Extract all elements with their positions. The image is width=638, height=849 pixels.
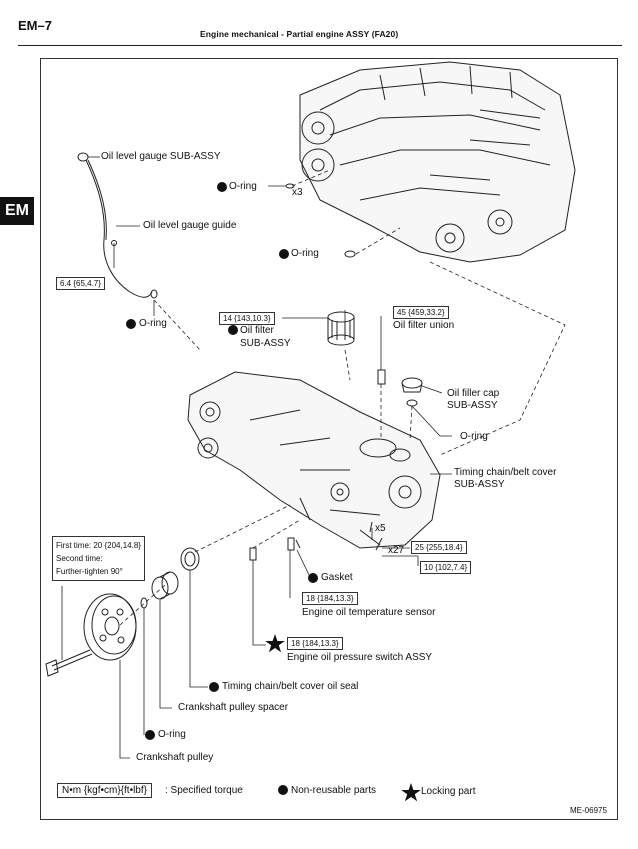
legend-torque-unit: N•m {kgf•cm}{ft•lbf} (57, 783, 152, 798)
label-pressure-switch: Engine oil pressure switch ASSY (287, 652, 433, 663)
non-reusable-mark (279, 249, 289, 259)
label-oil-seal: Timing chain/belt cover oil seal (222, 681, 359, 692)
timing-cover-drawing (187, 371, 441, 549)
pulley-spacer-drawing (151, 571, 179, 600)
label-oil-level-gauge: Oil level gauge SUB-ASSY (101, 151, 221, 162)
label-timing-cover-1: Timing chain/belt cover (454, 467, 557, 478)
crankshaft-pulley-drawing (83, 593, 137, 661)
torque-gauge-guide: 6.4 {65,4.7} (56, 277, 105, 290)
label-oring-top: O-ring (229, 181, 257, 192)
label-x3: x3 (292, 187, 303, 198)
label-oil-level-gauge-guide: Oil level gauge guide (143, 220, 237, 231)
legend-non-reusable: Non-reusable parts (291, 785, 377, 796)
section-tab: EM (0, 197, 34, 225)
non-reusable-mark (145, 730, 155, 740)
torque-cover-a: 25 {255,18.4} (411, 541, 467, 554)
label-oil-filter-union: Oil filter union (393, 320, 455, 331)
legend-specified-torque: : Specified torque (165, 785, 243, 796)
label-oring-mid: O-ring (291, 248, 319, 259)
label-x5: x5 (375, 523, 386, 534)
oil-filter-drawing (327, 311, 355, 346)
diagram-frame (40, 58, 618, 820)
non-reusable-mark (217, 182, 227, 192)
torque-pulley-bolt: First time: 20 {204,14.8} Second time: F… (52, 536, 145, 581)
non-reusable-mark (228, 325, 238, 335)
torque-oil-filter: 14 {143,10.3} (219, 312, 275, 325)
label-timing-cover-2: SUB-ASSY (454, 479, 505, 490)
gauge-tube-drawing (85, 159, 153, 298)
bolt-first-time: First time: 20 {204,14.8} (56, 541, 141, 550)
label-oil-filler-cap-1: Oil filler cap (447, 388, 500, 399)
label-oring-gauge: O-ring (139, 318, 167, 329)
label-oil-filter-1: Oil filter (240, 325, 274, 336)
label-temp-sensor: Engine oil temperature sensor (302, 607, 436, 618)
page-code: EM–7 (18, 18, 52, 33)
torque-temp-sensor: 18 {184,13.3} (302, 592, 358, 605)
label-pulley-spacer: Crankshaft pulley spacer (178, 702, 289, 713)
figure-id: ME-06975 (570, 806, 607, 815)
label-oring-pulley: O-ring (158, 729, 186, 740)
locking-mark (265, 634, 285, 653)
bolt-further-tighten: Further-tighten 90° (56, 567, 123, 576)
label-oil-filler-cap-2: SUB-ASSY (447, 400, 498, 411)
torque-pressure-switch: 18 {184,13.3} (287, 637, 343, 650)
engine-block-drawing (299, 61, 576, 263)
label-x27: x27 (388, 545, 405, 556)
label-oring-cap: O-ring (460, 431, 488, 442)
pulley-bolt-drawing (51, 649, 93, 671)
torque-oil-filter-union: 45 {459,33.2} (393, 306, 449, 319)
header-rule (18, 45, 622, 46)
non-reusable-mark (126, 319, 136, 329)
bolt-second-time: Second time: (56, 554, 103, 563)
locking-mark (401, 783, 421, 802)
non-reusable-mark (308, 573, 318, 583)
non-reusable-mark (209, 682, 219, 692)
legend-locking-part: Locking part (421, 786, 476, 797)
label-gasket: Gasket (321, 572, 353, 583)
gauge-ring-drawing (77, 152, 89, 162)
label-oil-filter-2: SUB-ASSY (240, 338, 291, 349)
torque-cover-b: 10 {102,7.4} (420, 561, 472, 574)
non-reusable-mark (278, 785, 288, 795)
oil-filler-cap-drawing (401, 377, 423, 407)
page-title: Engine mechanical - Partial engine ASSY … (200, 29, 399, 39)
label-crankshaft-pulley: Crankshaft pulley (136, 752, 214, 763)
